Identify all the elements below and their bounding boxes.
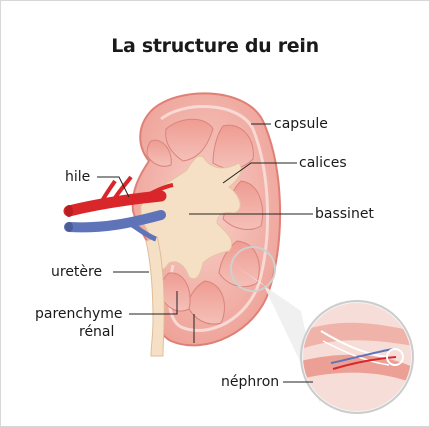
label-capsule: capsule	[274, 116, 328, 132]
nephron-zoom	[230, 246, 414, 414]
label-bassinet: bassinet	[315, 206, 374, 222]
diagram-title: La structure du rein	[111, 35, 319, 57]
cortex-inner-outline	[160, 105, 270, 332]
label-hile: hile	[65, 169, 91, 185]
label-renal: rénal	[79, 324, 115, 340]
label-nephron: néphron	[221, 374, 280, 390]
leader-lines	[97, 123, 313, 383]
label-uretere: uretère	[51, 264, 103, 280]
ureter-shape	[145, 236, 165, 357]
label-parenchyme: parenchyme	[35, 306, 123, 322]
label-calices: calices	[299, 155, 347, 171]
renal-vessels	[63, 175, 174, 242]
